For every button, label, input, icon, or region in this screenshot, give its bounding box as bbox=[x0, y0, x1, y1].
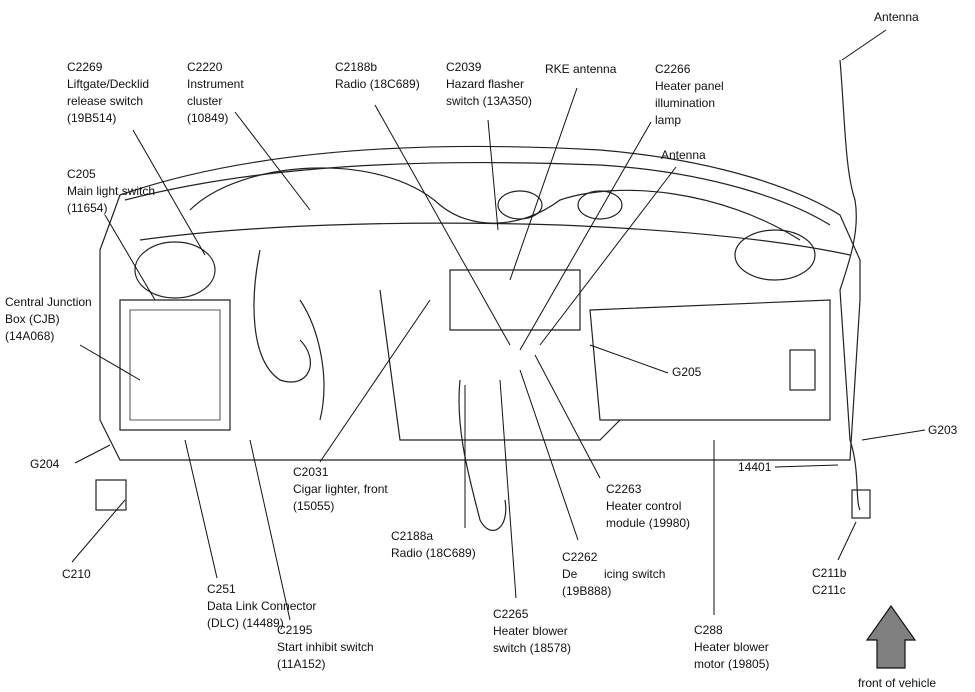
label-line: Main light switch bbox=[67, 184, 156, 198]
label-antenna-mid: Antenna bbox=[661, 147, 706, 164]
label-line: (DLC) (14489) bbox=[207, 616, 284, 630]
label-line: C2031 bbox=[293, 465, 329, 479]
label-g203: G203 bbox=[928, 422, 957, 439]
label-line: 14401 bbox=[738, 460, 772, 474]
label-c210: C210 bbox=[62, 566, 91, 583]
label-line: Heater blower bbox=[493, 624, 568, 638]
label-line: module (19980) bbox=[606, 516, 691, 530]
label-line: C2188b bbox=[335, 60, 378, 74]
label-line: cluster bbox=[187, 94, 223, 108]
label-line: C2269 bbox=[67, 60, 103, 74]
label-line: switch (13A350) bbox=[446, 94, 533, 108]
leader-lines bbox=[71, 29, 926, 621]
front-arrow-icon bbox=[865, 604, 917, 669]
label-antenna-top: Antenna bbox=[874, 9, 919, 26]
label-line: Instrument bbox=[187, 77, 244, 91]
label-line: Data Link Connector bbox=[207, 599, 317, 613]
label-line: C2039 bbox=[446, 60, 482, 74]
label-line: Start inhibit switch bbox=[277, 640, 374, 654]
label-line: C251 bbox=[207, 582, 236, 596]
label-line: release switch bbox=[67, 94, 144, 108]
dashboard-outline bbox=[99, 145, 861, 461]
label-line: Hazard flasher bbox=[446, 77, 525, 91]
label-line: C2263 bbox=[606, 482, 642, 496]
label-line: switch (18578) bbox=[493, 641, 572, 655]
label-line: illumination bbox=[655, 96, 716, 110]
label-line: front of vehicle bbox=[858, 676, 937, 690]
label-line: lamp bbox=[655, 113, 682, 127]
label-line: Heater panel bbox=[655, 79, 724, 93]
label-line: C211c bbox=[812, 583, 846, 597]
label-line: Antenna bbox=[661, 148, 706, 162]
label-line: C205 bbox=[67, 167, 96, 181]
label-g204: G204 bbox=[30, 456, 59, 473]
label-line: C2262 bbox=[562, 550, 598, 564]
label-line: (11654) bbox=[67, 201, 108, 215]
label-line: (11A152) bbox=[277, 657, 326, 671]
label-line: Liftgate/Decklid bbox=[67, 77, 150, 91]
label-g205: G205 bbox=[672, 364, 701, 381]
label-line: C2220 bbox=[187, 60, 223, 74]
label-line: Antenna bbox=[874, 10, 919, 24]
label-line: (19B514) bbox=[67, 111, 117, 125]
label-line: (15055) bbox=[293, 499, 335, 513]
label-line: G204 bbox=[30, 457, 60, 471]
label-line: C210 bbox=[62, 567, 91, 581]
label-line: (19B888) bbox=[562, 584, 612, 598]
label-line: Radio (18C689) bbox=[391, 546, 476, 560]
label-line: motor (19805) bbox=[694, 657, 770, 671]
label-line: C211b bbox=[812, 566, 847, 580]
label-line: Cigar lighter, front bbox=[293, 482, 388, 496]
label-line: Heater blower bbox=[694, 640, 769, 654]
label-line: (14A068) bbox=[5, 329, 55, 343]
label-rke-antenna: RKE antenna bbox=[545, 61, 616, 78]
label-c2262: C2262 De icing switch (19B888) bbox=[562, 549, 665, 600]
label-front-of-vehicle: front of vehicle bbox=[858, 675, 936, 692]
label-14401: 14401 bbox=[738, 459, 771, 476]
label-line: C288 bbox=[694, 623, 723, 637]
label-line: Central Junction bbox=[5, 295, 92, 309]
label-line: Box (CJB) bbox=[5, 312, 60, 326]
label-line: G205 bbox=[672, 365, 702, 379]
label-line: RKE antenna bbox=[545, 62, 617, 76]
label-line: Heater control bbox=[606, 499, 682, 513]
label-line: G203 bbox=[928, 423, 958, 437]
label-line: C2265 bbox=[493, 607, 529, 621]
label-line: De icing switch bbox=[562, 567, 666, 581]
label-line: Radio (18C689) bbox=[335, 77, 420, 91]
label-line: C2188a bbox=[391, 529, 434, 543]
label-line: C2195 bbox=[277, 623, 313, 637]
label-line: C2266 bbox=[655, 62, 691, 76]
label-line: (10849) bbox=[187, 111, 229, 125]
